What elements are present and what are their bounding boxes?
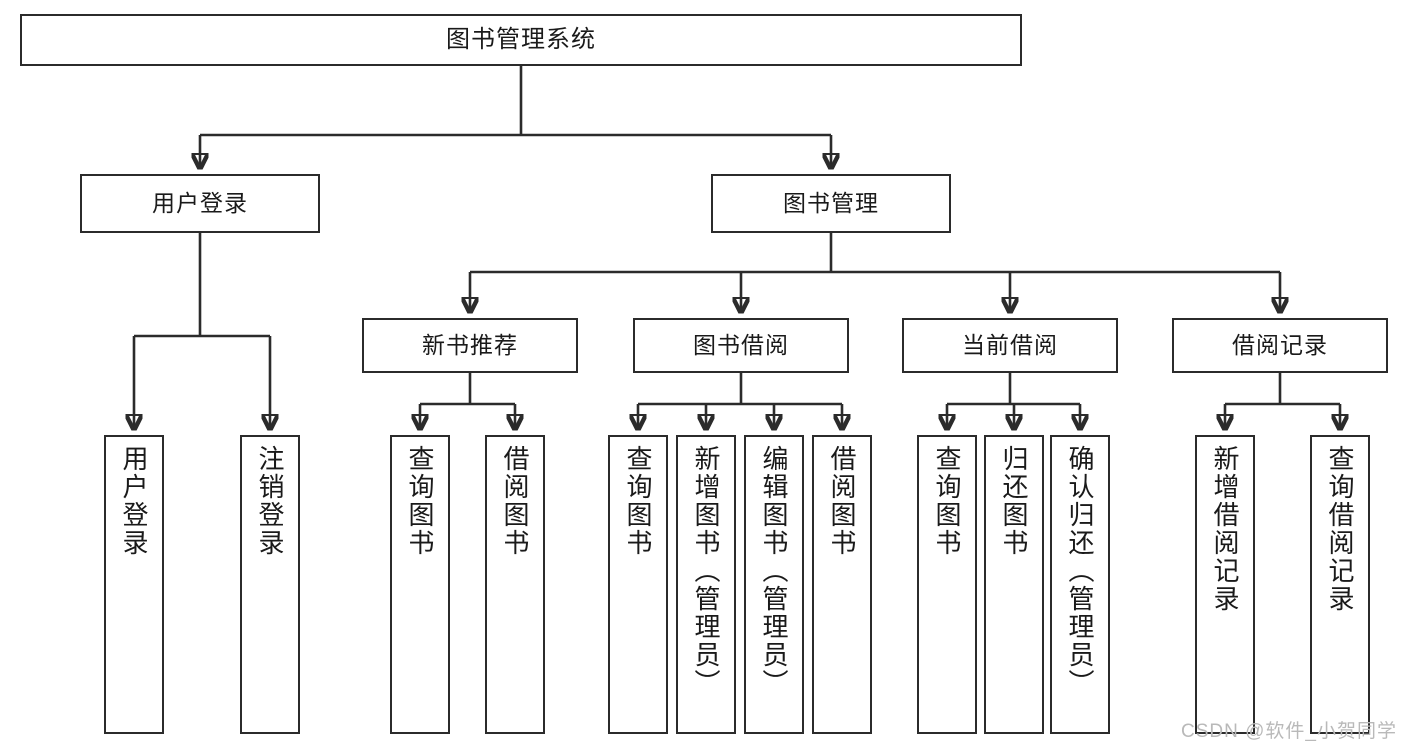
- node-add-book-admin[interactable]: 新增图书（管理员）: [676, 435, 736, 734]
- node-borrow-record[interactable]: 借阅记录: [1172, 318, 1388, 373]
- edge-group-current-borrow: [947, 373, 1080, 429]
- node-borrow-book[interactable]: 借阅图书: [812, 435, 872, 734]
- node-current-borrow[interactable]: 当前借阅: [902, 318, 1118, 373]
- node-book-manage[interactable]: 图书管理: [711, 174, 951, 233]
- node-label: 查询借阅记录: [1325, 445, 1356, 613]
- node-label: 借阅图书: [827, 445, 858, 557]
- node-label: 新增借阅记录: [1210, 445, 1241, 613]
- node-label: 新增图书（管理员）: [691, 445, 722, 697]
- node-logout-login-leaf[interactable]: 注销登录: [240, 435, 300, 734]
- node-query-borrow-record[interactable]: 查询借阅记录: [1310, 435, 1370, 734]
- node-confirm-return-admin[interactable]: 确认归还（管理员）: [1050, 435, 1110, 734]
- node-label: 借阅图书: [500, 445, 531, 557]
- watermark-text: CSDN @软件_小贺同学: [1181, 721, 1397, 742]
- node-label: 归还图书: [999, 445, 1030, 557]
- edge-group-root: [200, 66, 831, 168]
- edge-group-book-manage: [470, 233, 1280, 312]
- edge-group-borrow-record: [1225, 373, 1340, 429]
- node-edit-book-admin[interactable]: 编辑图书（管理员）: [744, 435, 804, 734]
- node-query-book-borrow[interactable]: 查询图书: [608, 435, 668, 734]
- node-label: 查询图书: [932, 445, 963, 557]
- edge-group-user-login: [134, 233, 270, 429]
- edge-group-new-book-recommend: [420, 373, 515, 429]
- node-user-login[interactable]: 用户登录: [80, 174, 320, 233]
- node-borrow-book-rec[interactable]: 借阅图书: [485, 435, 545, 734]
- node-new-book-recommend[interactable]: 新书推荐: [362, 318, 578, 373]
- node-label: 编辑图书（管理员）: [759, 445, 790, 697]
- node-book-borrow[interactable]: 图书借阅: [633, 318, 849, 373]
- node-add-borrow-record[interactable]: 新增借阅记录: [1195, 435, 1255, 734]
- node-query-book-rec[interactable]: 查询图书: [390, 435, 450, 734]
- node-user-login-leaf[interactable]: 用户登录: [104, 435, 164, 734]
- node-root[interactable]: 图书管理系统: [20, 14, 1022, 66]
- node-label: 注销登录: [255, 445, 286, 557]
- node-label: 用户登录: [119, 445, 150, 557]
- node-query-book-current[interactable]: 查询图书: [917, 435, 977, 734]
- node-label: 查询图书: [405, 445, 436, 557]
- edge-group-book-borrow: [638, 373, 842, 429]
- node-label: 查询图书: [623, 445, 654, 557]
- node-label: 确认归还（管理员）: [1065, 445, 1096, 697]
- node-return-book[interactable]: 归还图书: [984, 435, 1044, 734]
